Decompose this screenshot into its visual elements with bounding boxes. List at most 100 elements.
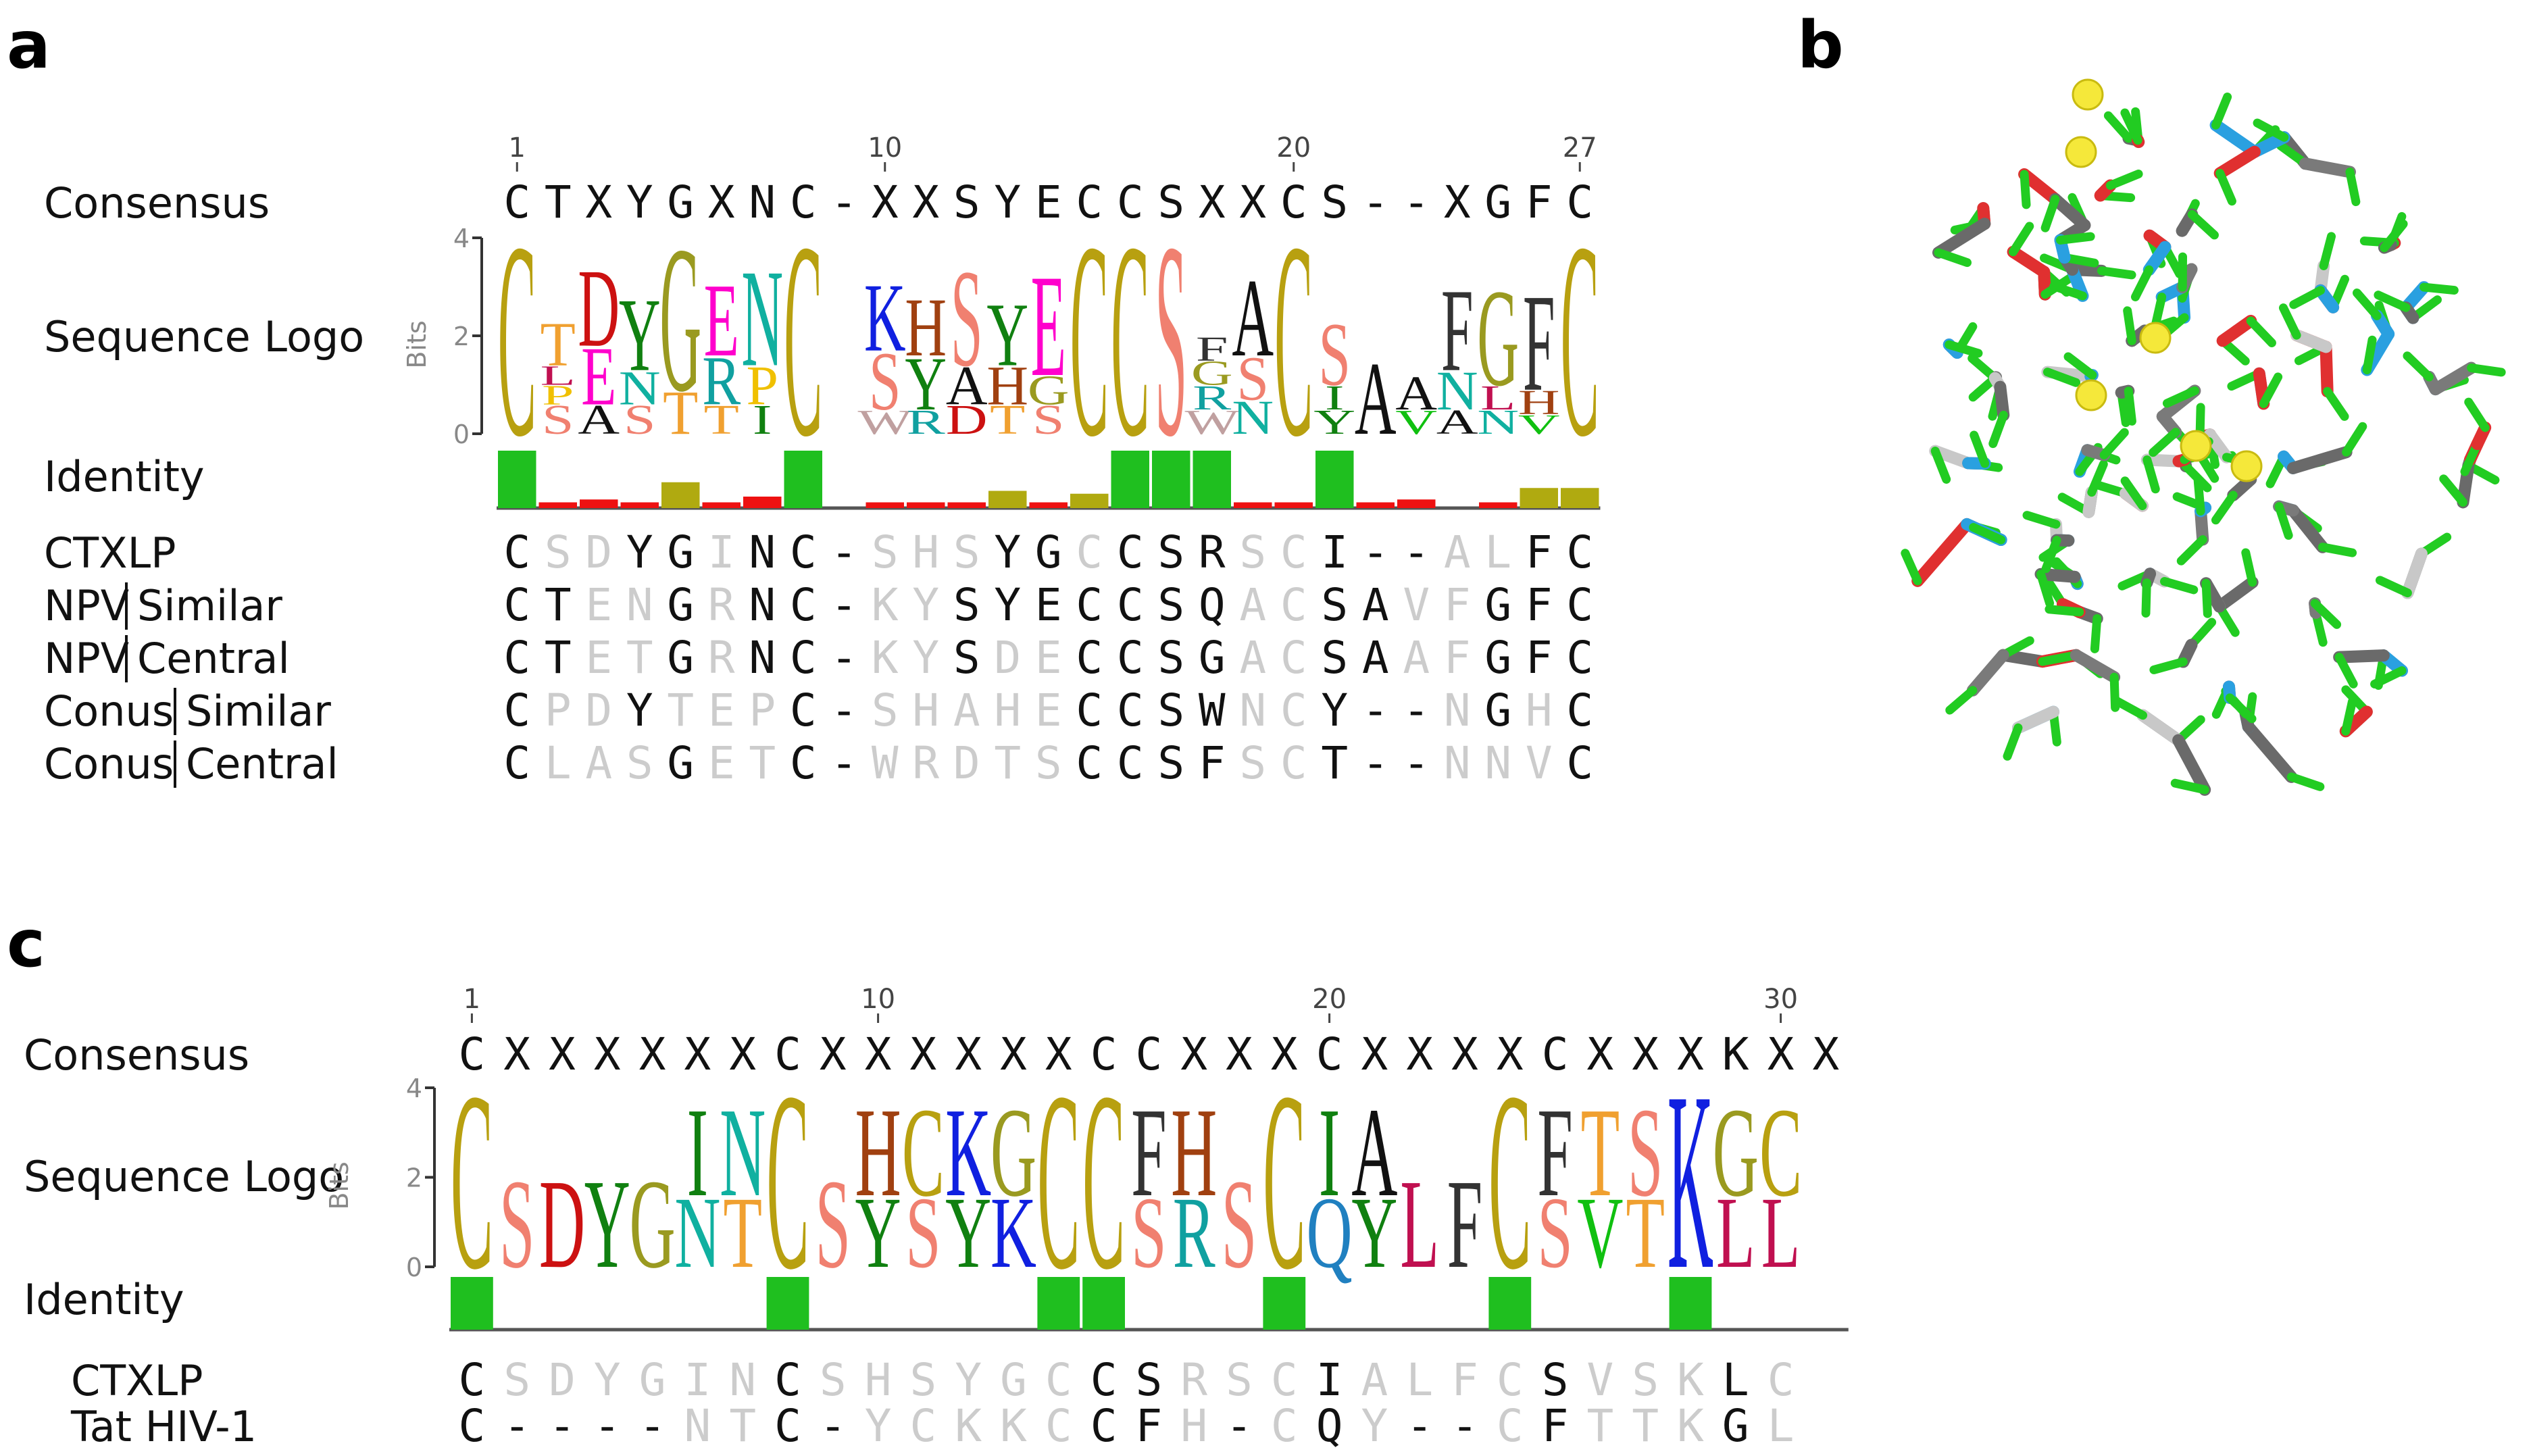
hydrogen-stick	[2225, 693, 2257, 724]
sequence-name: NPV	[44, 634, 129, 683]
alignment-residue: W	[872, 737, 899, 789]
hydrogen-stick	[2123, 306, 2136, 345]
hydrogen-stick	[2439, 474, 2467, 507]
hydrogen-stick	[2370, 666, 2407, 688]
hydrogen-stick	[2193, 476, 2205, 516]
consensus-residue: -	[830, 176, 857, 228]
consensus-residue: X	[708, 176, 735, 228]
alignment-residue: Y	[1361, 1400, 1388, 1452]
consensus-residue: X	[1813, 1028, 1840, 1080]
consensus-residue: X	[585, 176, 612, 228]
identity-bar	[1561, 488, 1599, 508]
bond-stick	[2401, 547, 2428, 599]
consensus-residue: X	[1451, 1028, 1478, 1080]
consensus-residue: -	[1362, 176, 1389, 228]
bond-stick	[2333, 649, 2390, 663]
alignment-residue: N	[1444, 737, 1471, 789]
bond-stick	[2007, 245, 2051, 278]
hydrogen-stick	[1969, 523, 2006, 545]
logo-letter: Y	[619, 277, 661, 393]
alignment-residue: -	[1226, 1400, 1253, 1452]
hydrogen-stick	[2211, 93, 2232, 130]
alignment-residue: F	[1526, 579, 1553, 631]
logo-letter: L	[1761, 1177, 1801, 1290]
logo-letter: S	[1236, 344, 1269, 413]
alignment-residue: C	[1566, 632, 1593, 684]
alignment-residue: S	[1239, 526, 1266, 578]
sequence-subgroup: Central	[186, 739, 338, 788]
alignment-residue: A	[1362, 632, 1389, 684]
alignment-residue: D	[953, 737, 980, 789]
position-number: 1	[509, 132, 526, 164]
sequence-subgroup: Similar	[137, 581, 282, 630]
alignment-residue: -	[1403, 684, 1430, 736]
alignment-residue: Y	[1321, 684, 1348, 736]
logo-letter: Y	[584, 1154, 630, 1295]
hydrogen-stick	[2342, 422, 2367, 457]
alignment-residue: C	[1271, 1354, 1298, 1406]
bond-stick	[2011, 705, 2060, 734]
logo-letter: R	[1193, 378, 1231, 417]
alignment-residue: C	[1117, 579, 1144, 631]
hydrogen-stick	[2111, 696, 2148, 720]
consensus-residue: C	[459, 1028, 486, 1080]
logo-letter: T	[723, 1177, 762, 1290]
consensus-residue: F	[1526, 176, 1553, 228]
bits-tick-label: 2	[453, 322, 470, 351]
consensus-residue: X	[1226, 1028, 1253, 1080]
consensus-residue: X	[1587, 1028, 1614, 1080]
logo-letter: S	[1032, 397, 1064, 443]
panel-a-consensus-label: Consensus	[44, 178, 270, 228]
logo-letter: C	[767, 1038, 809, 1322]
logo-letter: S	[951, 241, 982, 396]
logo-letter: N	[741, 241, 783, 396]
alignment-residue: -	[503, 1400, 530, 1452]
consensus-residue: C	[790, 176, 817, 228]
identity-bar	[538, 502, 577, 508]
alignment-residue: K	[955, 1400, 982, 1452]
panel-c-identity-bars	[449, 1277, 1849, 1332]
alignment-residue: E	[708, 684, 735, 736]
bond-stick	[2034, 568, 2081, 583]
logo-letter: N	[674, 1177, 720, 1290]
consensus-residue: C	[503, 176, 530, 228]
hydrogen-stick	[1901, 549, 1922, 586]
alignment-residue: C	[1090, 1400, 1118, 1452]
hydrogen-stick	[2253, 118, 2289, 142]
alignment-residue: C	[1767, 1354, 1795, 1406]
hydrogen-stick	[2310, 599, 2342, 629]
logo-letter: C	[1111, 184, 1149, 495]
hydrogen-stick	[2038, 651, 2077, 666]
hydrogen-stick	[1934, 248, 1972, 268]
logo-letter: H	[855, 1082, 901, 1224]
alignment-residue: C	[1566, 526, 1593, 578]
logo-letter: K	[945, 1082, 991, 1224]
bond-stick	[2429, 361, 2478, 396]
logo-letter: Y	[855, 1177, 901, 1290]
alignment-residue: A	[1361, 1354, 1388, 1406]
alignment-residue: G	[639, 1354, 666, 1406]
panel-a-letter: a	[7, 7, 51, 83]
consensus-residue: X	[1406, 1028, 1433, 1080]
logo-letter: S	[816, 1154, 851, 1295]
hydrogen-stick	[2103, 111, 2133, 143]
identity-bar	[1193, 451, 1231, 508]
alignment-residue: S	[1226, 1354, 1253, 1406]
alignment-residue: C	[1045, 1354, 1072, 1406]
identity-bar	[702, 502, 741, 508]
alignment-residue: S	[953, 632, 980, 684]
alignment-residue: S	[1157, 632, 1184, 684]
alignment-residue: -	[1362, 526, 1389, 578]
logo-letter: C	[784, 184, 822, 495]
logo-letter: A	[578, 397, 620, 443]
logo-letter: E	[581, 330, 616, 424]
consensus-residue: C	[1136, 1028, 1163, 1080]
hydrogen-stick	[2097, 266, 2136, 280]
alignment-residue: G	[1199, 632, 1226, 684]
alignment-residue: F	[1542, 1400, 1569, 1452]
logo-letter: F	[1523, 266, 1555, 421]
hydrogen-stick	[2374, 291, 2411, 312]
position-number: 27	[1563, 132, 1597, 164]
logo-letter: R	[1173, 1177, 1215, 1290]
